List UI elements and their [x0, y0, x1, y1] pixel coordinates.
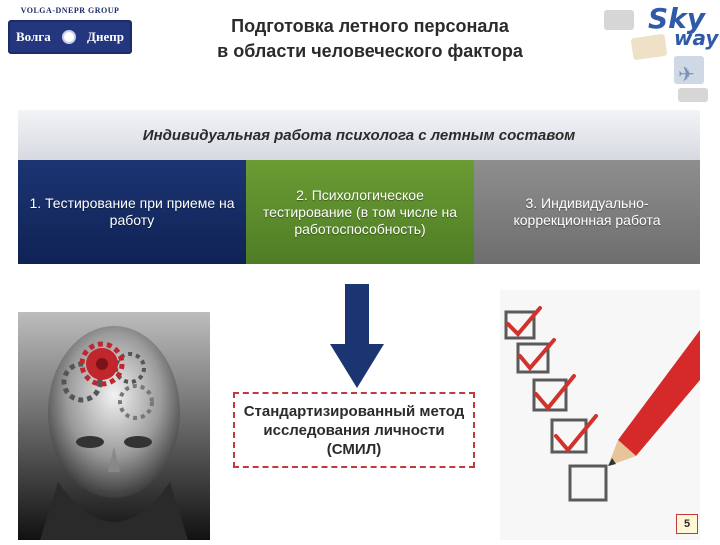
page-number: 5	[676, 514, 698, 534]
title-line-1: Подготовка летного персонала	[231, 16, 509, 36]
logo-right-word: Днепр	[87, 29, 124, 44]
brand-sky: Sky	[648, 2, 706, 35]
logo-badge: Волга Днепр	[8, 20, 132, 54]
title-line-2: в области человеческого фактора	[217, 41, 523, 61]
logo-group-text: VOLGA-DNEPR GROUP	[20, 6, 120, 15]
step-1-box: 1. Тестирование при приеме на работу	[18, 160, 246, 264]
globe-icon	[61, 30, 76, 44]
smil-method-box: Стандартизированный метод исследования л…	[233, 392, 475, 468]
head-gears-image	[18, 312, 210, 540]
skyway-logo: Sky way ✈	[600, 0, 720, 104]
brand-way: way	[674, 26, 719, 50]
step-2-box: 2. Психологическое тестирование (в том ч…	[246, 160, 474, 264]
decor-square	[604, 10, 634, 30]
company-logo: VOLGA-DNEPR GROUP Волга Днепр	[4, 6, 136, 58]
checklist-pencil-image	[500, 290, 700, 540]
logo-left-word: Волга	[16, 29, 51, 44]
section-header-band: Индивидуальная работа психолога с летным…	[18, 110, 700, 160]
airplane-icon: ✈	[678, 64, 695, 86]
step-3-box: 3. Индивидуально-коррекционная работа	[474, 160, 700, 264]
down-arrow-icon	[330, 284, 384, 390]
decor-square	[674, 56, 704, 84]
page-title: Подготовка летного персонала в области ч…	[150, 14, 590, 64]
decor-square	[630, 33, 668, 61]
decor-square	[678, 88, 708, 102]
